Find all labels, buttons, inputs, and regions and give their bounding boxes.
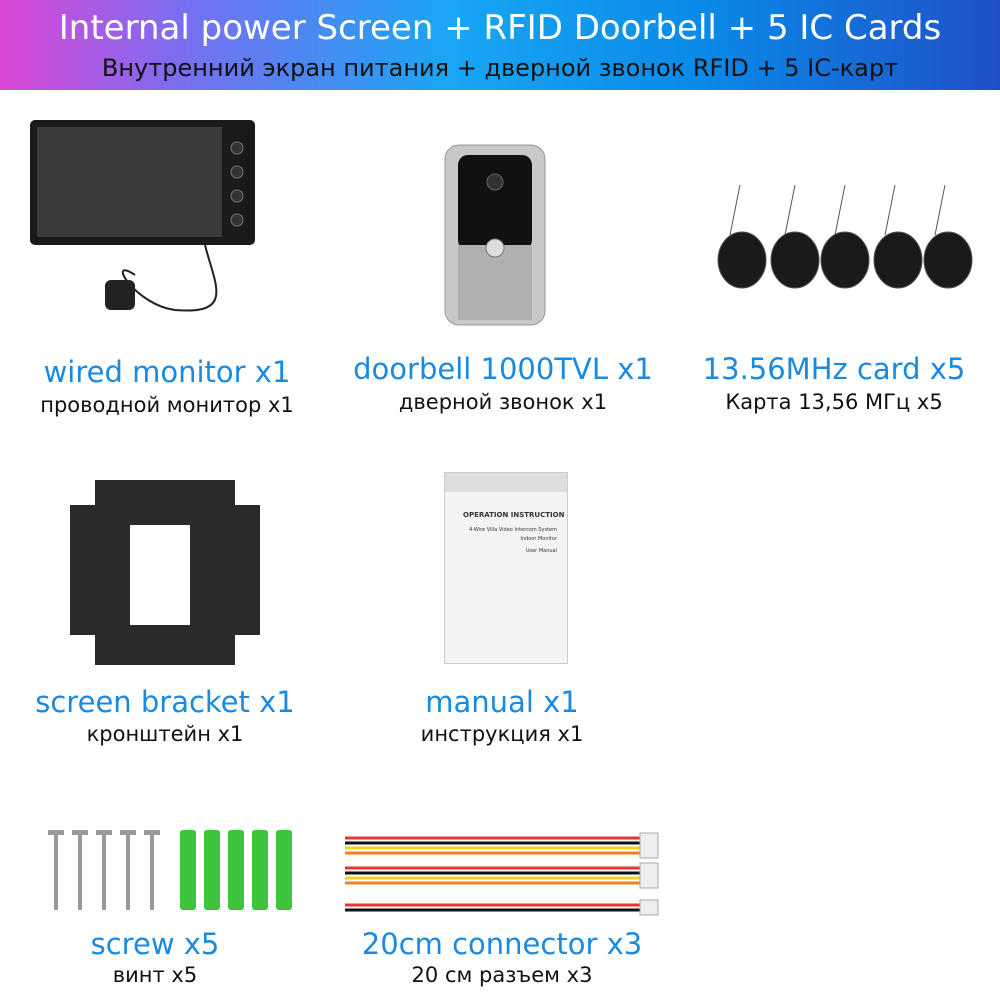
monitor-image (30, 120, 255, 312)
item-label-manual: manual x1 (425, 685, 579, 719)
item-label-connector: 20cm connector x3 (361, 927, 643, 961)
item-sub-manual: инструкция x1 (420, 722, 584, 746)
item-label-doorbell: doorbell 1000TVL x1 (353, 352, 653, 386)
header-subtitle: Внутренний экран питания + дверной звоно… (101, 54, 899, 82)
item-label-screw: screw x5 (90, 927, 220, 961)
manual-image: OPERATION INSTRUCTION 4-Wire Villa Video… (444, 472, 568, 664)
item-label-cards: 13.56MHz card x5 (702, 352, 966, 386)
manual-line3: User Manual (525, 548, 557, 554)
bracket-image (70, 480, 260, 665)
header-title: Internal power Screen + RFID Doorbell + … (58, 8, 942, 48)
header-banner: Internal power Screen + RFID Doorbell + … (0, 0, 1000, 90)
item-sub-bracket: кронштейн x1 (86, 722, 244, 746)
item-sub-doorbell: дверной звонок x1 (398, 390, 608, 414)
item-label-bracket: screen bracket x1 (35, 685, 295, 719)
manual-title: OPERATION INSTRUCTION (463, 511, 565, 519)
doorbell-image (444, 144, 546, 326)
manual-line1: 4-Wire Villa Video Intercom System (469, 527, 557, 533)
item-sub-monitor: проводной монитор x1 (40, 393, 294, 417)
rfid-cards-image (717, 184, 973, 289)
item-label-monitor: wired monitor x1 (43, 355, 291, 389)
connectors-image (345, 832, 659, 916)
screws-anchors-image (48, 830, 292, 910)
item-sub-connector: 20 см разъем x3 (411, 963, 593, 987)
item-sub-screw: винт x5 (112, 963, 198, 987)
item-sub-cards: Карта 13,56 МГц x5 (725, 390, 943, 414)
manual-line2: Indoor Monitor (520, 536, 557, 542)
